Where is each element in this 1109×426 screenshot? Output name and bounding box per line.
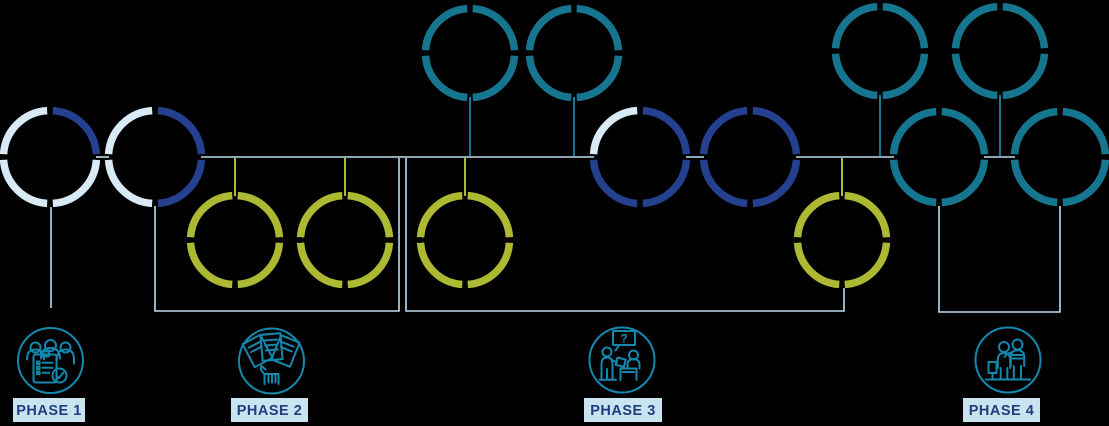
- ring-lower-1-segment-bottom-right: [237, 242, 284, 289]
- ring-lower-1-segment-top-left: [186, 191, 233, 238]
- ring-lower-1: [186, 191, 284, 289]
- ring-lower-2-segment-bottom-left: [296, 242, 343, 289]
- ring-phase1-b: [104, 106, 206, 208]
- ring-phase3-b-segment-top-right: [752, 106, 801, 155]
- phase2-bracket: [154, 158, 400, 312]
- ring-lower-2-segment-top-right: [347, 191, 394, 238]
- phase-label: PHASE 2: [237, 403, 303, 419]
- ring-phase4-a-segment-bottom-right: [941, 159, 989, 207]
- ring-phase1-a-segment-bottom-right: [52, 159, 101, 208]
- ring-phase4-b-segment-bottom-right: [1062, 159, 1109, 207]
- ring-phase3-a-segment-top-left: [589, 106, 638, 155]
- ring-phase4-b-segment-top-right: [1062, 107, 1109, 155]
- ring-top-4: [951, 2, 1049, 100]
- ring-lower-4-segment-bottom-right: [844, 242, 891, 289]
- ring-lower-3-segment-bottom-right: [467, 242, 514, 289]
- phases-layer: PHASE 1 PHASE 2 PHASE 3 PHASE 4: [13, 326, 1042, 422]
- ring-phase3-a-segment-bottom-right: [642, 159, 691, 208]
- counseling-question-icon: [588, 326, 656, 394]
- ring-phase3-b: [699, 106, 801, 208]
- ring-phase4-b-segment-top-left: [1010, 107, 1058, 155]
- ring-phase3-b-segment-bottom-right: [752, 159, 801, 208]
- ring-top-3-segment-top-right: [882, 2, 929, 49]
- ring-top-1-segment-bottom-right: [472, 55, 519, 102]
- ring-phase3-b-segment-bottom-left: [699, 159, 748, 208]
- phase-label: PHASE 3: [590, 403, 656, 419]
- phase-label-box: [13, 398, 85, 422]
- ring-lower-2-segment-bottom-right: [347, 242, 394, 289]
- ring-phase4-a-segment-bottom-left: [889, 159, 937, 207]
- committee-review-icon: [17, 327, 84, 394]
- ring-phase1-b-segment-bottom-left: [104, 159, 153, 208]
- ring-top-1-segment-top-left: [421, 4, 468, 51]
- hand-documents-icon: [238, 327, 305, 395]
- ring-phase1-a-segment-top-left: [0, 106, 48, 155]
- ring-lower-1-segment-bottom-left: [186, 242, 233, 289]
- ring-top-3-segment-top-left: [831, 2, 878, 49]
- ring-top-3-segment-bottom-right: [882, 53, 929, 100]
- ring-lower-4: [793, 191, 891, 289]
- ring-phase4-a: [889, 107, 989, 207]
- phase-label: PHASE 4: [969, 403, 1035, 419]
- ring-phase4-b-segment-bottom-left: [1010, 159, 1058, 207]
- phase-label-box: [231, 398, 308, 422]
- ring-top-2-segment-top-left: [525, 4, 572, 51]
- phase-label-box: [584, 398, 662, 422]
- ring-top-4-segment-top-right: [1002, 2, 1049, 49]
- ring-top-3-segment-bottom-left: [831, 53, 878, 100]
- companions-icon: [974, 326, 1042, 394]
- ring-top-4-segment-bottom-left: [951, 53, 998, 100]
- ring-top-3: [831, 2, 929, 100]
- ring-phase3-a-segment-top-right: [642, 106, 691, 155]
- ring-lower-2-segment-top-left: [296, 191, 343, 238]
- ring-top-4-segment-top-left: [951, 2, 998, 49]
- ring-lower-2: [296, 191, 394, 289]
- phase-label-box: [963, 398, 1040, 422]
- rings-layer: [0, 2, 1109, 289]
- connectors-layer: [50, 95, 1061, 313]
- ring-lower-3: [416, 191, 514, 289]
- ring-phase3-a-segment-bottom-left: [589, 159, 638, 208]
- ring-phase3-a: [589, 106, 691, 208]
- ring-phase1-b-segment-top-left: [104, 106, 153, 155]
- phase-label: PHASE 1: [16, 403, 82, 419]
- ring-phase1-b-segment-bottom-right: [157, 159, 206, 208]
- ring-phase4-b: [1010, 107, 1109, 207]
- ring-top-1-segment-top-right: [472, 4, 519, 51]
- ring-phase1-a-segment-top-right: [52, 106, 101, 155]
- ring-lower-4-segment-top-right: [844, 191, 891, 238]
- ring-phase1-b-segment-top-right: [157, 106, 206, 155]
- ring-lower-1-segment-top-right: [237, 191, 284, 238]
- ring-phase4-a-segment-top-right: [941, 107, 989, 155]
- ring-phase1-a: [0, 106, 101, 208]
- ring-top-4-segment-bottom-right: [1002, 53, 1049, 100]
- ring-top-1-segment-bottom-left: [421, 55, 468, 102]
- ring-lower-4-segment-bottom-left: [793, 242, 840, 289]
- ring-lower-3-segment-bottom-left: [416, 242, 463, 289]
- ring-phase3-b-segment-top-left: [699, 106, 748, 155]
- ring-lower-4-segment-top-left: [793, 191, 840, 238]
- ring-lower-3-segment-top-right: [467, 191, 514, 238]
- ring-top-1: [421, 4, 519, 102]
- phase4-bracket: [938, 206, 1061, 313]
- ring-top-2-segment-bottom-right: [576, 55, 623, 102]
- phase3-bracket: [405, 158, 845, 312]
- ring-top-2-segment-bottom-left: [525, 55, 572, 102]
- ring-phase1-a-segment-bottom-left: [0, 159, 48, 208]
- ring-top-2: [525, 4, 623, 102]
- ring-phase4-a-segment-top-left: [889, 107, 937, 155]
- ring-lower-3-segment-top-left: [416, 191, 463, 238]
- ring-top-2-segment-top-right: [576, 4, 623, 51]
